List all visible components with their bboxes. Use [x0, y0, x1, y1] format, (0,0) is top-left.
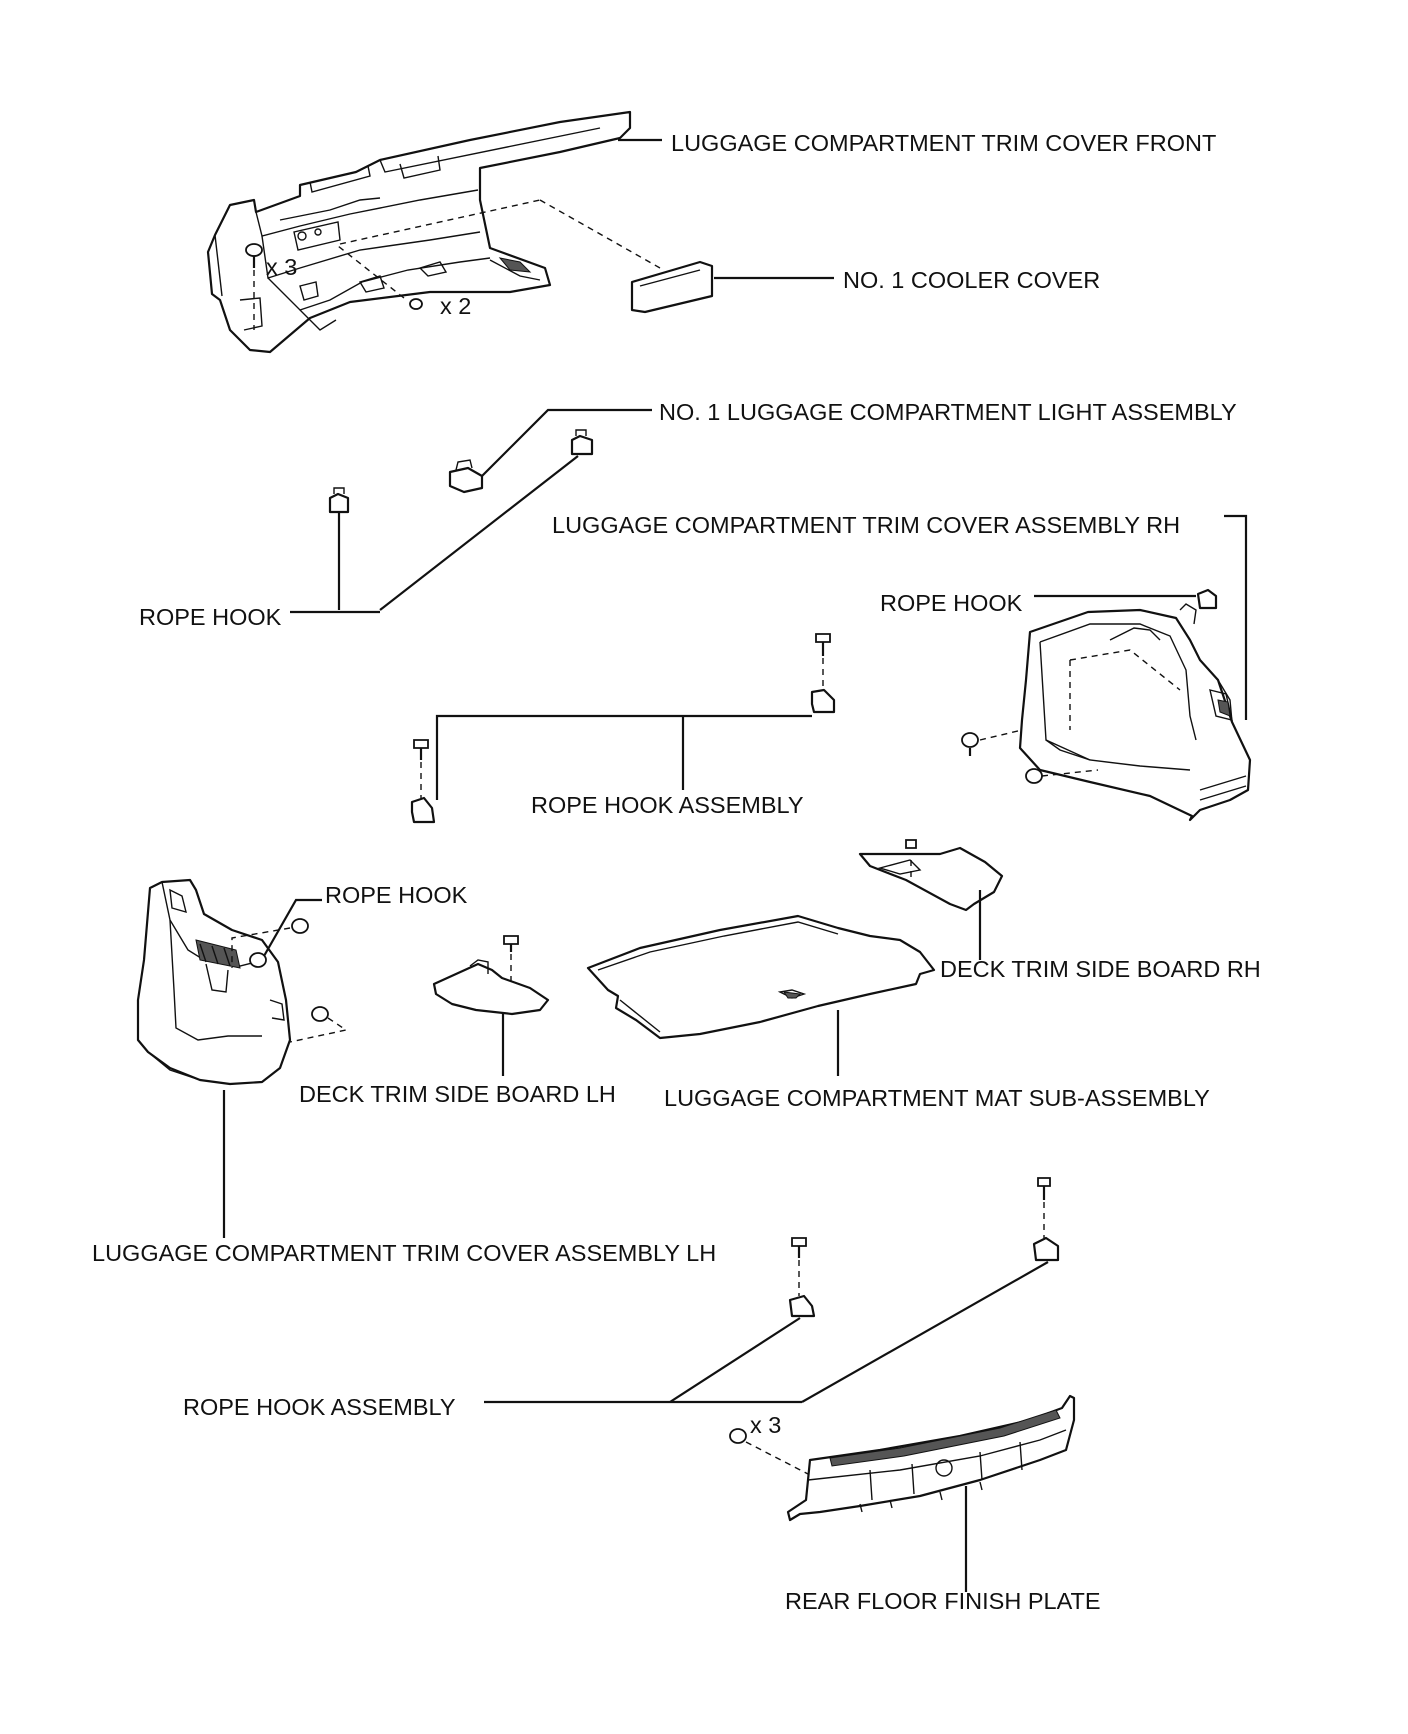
rope-hook-assembly-upper-left: [410, 739, 436, 824]
qty-front-clips-2: x 2: [440, 293, 472, 319]
deck-board-rh-part: [858, 839, 1004, 960]
lh-rope-hook-clip-top: [231, 918, 309, 968]
label-deck-board-rh: DECK TRIM SIDE BOARD RH: [940, 956, 1261, 982]
label-rope-hook-rh: ROPE HOOK: [880, 590, 1023, 616]
rear-floor-plate-part: [786, 1394, 1076, 1592]
trim-cover-rh-part: [1018, 603, 1252, 822]
light-assembly-part: [448, 408, 652, 494]
label-light-assembly: NO. 1 LUGGAGE COMPARTMENT LIGHT ASSEMBLY: [659, 399, 1237, 425]
label-mat-sub-assembly: LUGGAGE COMPARTMENT MAT SUB-ASSEMBLY: [664, 1085, 1210, 1111]
rh-clip-left: [961, 729, 1023, 756]
luggage-mat-part: [586, 914, 936, 1076]
qty-front-clips: x 3: [266, 254, 298, 280]
rh-rope-hook-clip: [1034, 588, 1218, 610]
rope-hook-assembly-lower-right: [801, 1177, 1060, 1403]
rope-hook-assembly-upper-right: [435, 633, 836, 800]
lh-rope-hook: [249, 898, 322, 968]
front-clip-x3: [245, 243, 263, 330]
lh-clip-lower: [289, 1006, 348, 1043]
label-trim-cover-front: LUGGAGE COMPARTMENT TRIM COVER FRONT: [671, 130, 1217, 156]
cooler-cover-part: [339, 199, 714, 314]
label-deck-board-lh: DECK TRIM SIDE BOARD LH: [299, 1081, 616, 1107]
label-rope-hook-assembly-upper: ROPE HOOK ASSEMBLY: [531, 792, 804, 818]
deck-board-lh-part: [432, 935, 550, 1076]
rope-hook-assembly-lower-left: [669, 1237, 816, 1403]
label-rope-hook-assembly-lower: ROPE HOOK ASSEMBLY: [183, 1394, 456, 1420]
trim-cover-lh-part: [136, 878, 292, 1086]
rh-clip-bottom: [1025, 768, 1099, 784]
label-rope-hook-left: ROPE HOOK: [139, 604, 282, 630]
rope-hook-top-a: [328, 487, 350, 610]
rope-hook-top-b: [379, 429, 594, 611]
label-trim-cover-rh: LUGGAGE COMPARTMENT TRIM COVER ASSEMBLY …: [552, 512, 1181, 538]
label-trim-cover-lh: LUGGAGE COMPARTMENT TRIM COVER ASSEMBLY …: [92, 1240, 717, 1266]
label-rope-hook-lh: ROPE HOOK: [325, 882, 468, 908]
rear-plate-clip-x3: [729, 1428, 809, 1475]
front-clip-x2: [337, 245, 423, 310]
label-cooler-cover: NO. 1 COOLER COVER: [843, 267, 1101, 293]
label-rear-floor-plate: REAR FLOOR FINISH PLATE: [785, 1588, 1101, 1614]
leader-trim-cover-rh: [1224, 514, 1248, 720]
trim-cover-front-part: [206, 110, 632, 354]
qty-rear-plate-clips: x 3: [750, 1412, 782, 1438]
